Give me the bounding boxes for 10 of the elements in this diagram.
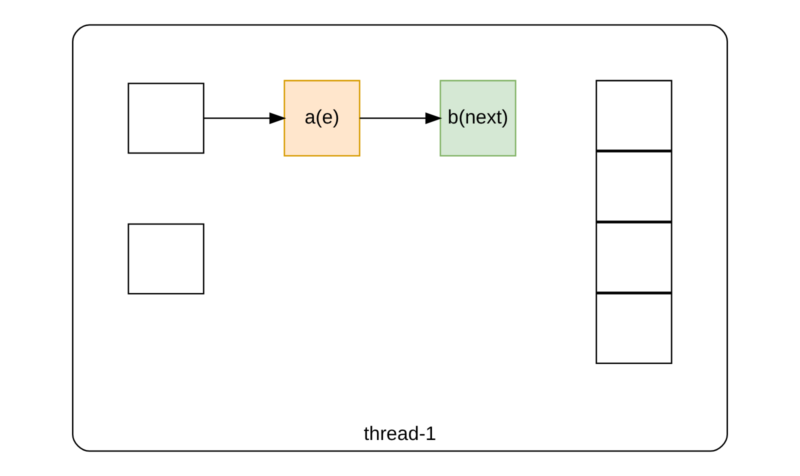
node-box	[128, 82, 204, 154]
node-box	[128, 223, 204, 294]
node-box	[596, 293, 672, 364]
node-box: b(next)	[440, 80, 516, 157]
node-box	[596, 150, 672, 222]
arrow	[204, 112, 286, 124]
node-box	[596, 80, 672, 151]
node-box: a(e)	[284, 80, 360, 157]
node-box	[596, 222, 672, 294]
arrow	[360, 112, 442, 124]
